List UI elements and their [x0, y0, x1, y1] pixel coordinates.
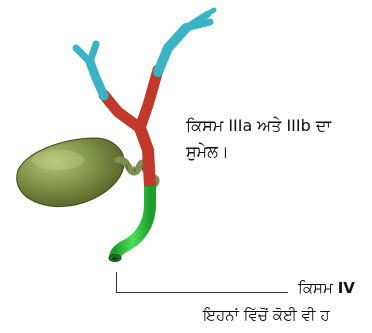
left-hepatic-duct — [104, 95, 140, 128]
left-intrahepatic-fork-b — [90, 44, 96, 62]
gallbladder — [17, 138, 124, 207]
label-type-iv: ਕਿਸਮ IV — [298, 279, 355, 297]
label-type-iv-numeral: IV — [338, 279, 355, 297]
leader-line — [116, 292, 288, 293]
label-type-iv-prefix: ਕਿਸਮ — [298, 279, 333, 297]
left-intrahepatic-branch — [90, 62, 104, 96]
right-intrahepatic-branch — [158, 28, 186, 72]
right-hepatic-duct — [140, 70, 158, 128]
label-type-iv-note: ਇਹਨਾਂ ਵਿੱਚੋਂ ਕੋਈ ਵੀ ਹ — [203, 306, 330, 324]
common-hepatic-duct — [140, 128, 150, 186]
leader-line-tick — [116, 272, 117, 293]
label-type-iiia-iiib-line2: ਸੁਮੇਲ। — [186, 142, 229, 162]
label-type-iiia-iiib-line1: ਕਿਸਮ IIIa ਅਤੇ IIIb ਦਾ — [186, 116, 331, 136]
gallbladder-highlight — [32, 150, 84, 170]
common-bile-duct — [115, 185, 150, 258]
duct-opening-inner — [112, 257, 118, 260]
right-intrahepatic-fork-c — [200, 10, 214, 18]
